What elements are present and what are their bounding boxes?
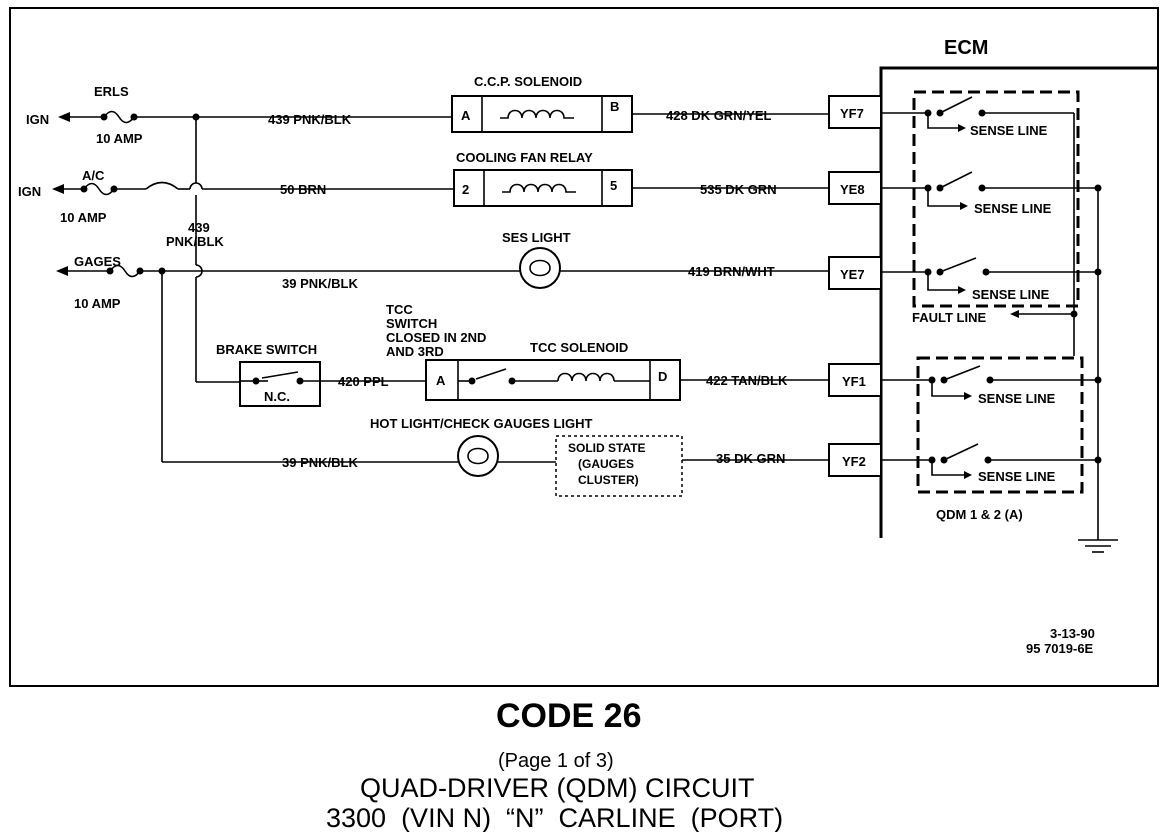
fuse-ac-name: A/C — [82, 168, 105, 183]
ses-light-label: SES LIGHT — [502, 230, 571, 245]
ecm-boundary — [879, 66, 1158, 538]
fuse-ac-rating: 10 AMP — [60, 210, 107, 225]
solid-state-l2: (GAUGES — [578, 457, 634, 471]
sense-line-5: SENSE LINE — [978, 469, 1056, 484]
wire-39-b: 39 PNK/BLK — [282, 455, 358, 470]
ecm-channel-4: SENSE LINE — [881, 365, 1102, 406]
ign-label-2: IGN — [18, 184, 41, 199]
solid-state-box — [555, 435, 683, 497]
caption-line1: QUAD-DRIVER (QDM) CIRCUIT — [360, 773, 754, 803]
cooling-fan-label: COOLING FAN RELAY — [456, 150, 593, 165]
sense-line-3: SENSE LINE — [972, 287, 1050, 302]
sense-line-4: SENSE LINE — [978, 391, 1056, 406]
row-gauges: 39 PNK/BLK HOT LIGHT/CHECK GAUGES LIGHT … — [161, 271, 829, 497]
ecm-channel-1: SENSE LINE — [881, 96, 1074, 138]
doc-number: 95 7019-6E — [1026, 641, 1094, 656]
fuse-gages-name: GAGES — [74, 254, 121, 269]
tcc-switch-l1: TCC — [386, 302, 413, 317]
sense-line-1: SENSE LINE — [970, 123, 1048, 138]
ecm-channel-3: SENSE LINE — [881, 257, 1102, 302]
tcc-pin-a: A — [436, 373, 446, 388]
ecm-pins: YF7 YE8 YE7 YF1 YF2 — [828, 95, 882, 477]
fault-line-label: FAULT LINE — [912, 310, 986, 325]
wire-422: 422 TAN/BLK — [706, 373, 788, 388]
qdm-box-2 — [916, 356, 1084, 494]
fuse-erls-rating: 10 AMP — [96, 131, 143, 146]
tcc-pin-d: D — [658, 369, 667, 384]
ign-label-1: IGN — [26, 112, 49, 127]
ses-bulb-icon — [519, 247, 561, 289]
pin-yf7: YF7 — [840, 106, 864, 121]
splice-439-color: PNK/BLK — [166, 234, 224, 249]
tcc-switch-l2: SWITCH — [386, 316, 437, 331]
fan-pin-2: 2 — [462, 182, 469, 197]
splice-439: 439 PNK/BLK — [166, 117, 224, 382]
ecm-channel-2: SENSE LINE — [881, 171, 1102, 216]
splice-439-num: 439 — [188, 220, 210, 235]
ccp-pin-b: B — [610, 99, 619, 114]
wire-50: 50 BRN — [280, 182, 326, 197]
doc-date: 3-13-90 — [1050, 626, 1095, 641]
brake-state: N.C. — [264, 389, 290, 404]
row-tcc: BRAKE SWITCH N.C. 420 PPL TCC SWITCH CLO… — [196, 302, 829, 407]
ccp-solenoid-label: C.C.P. SOLENOID — [474, 74, 582, 89]
ecm-label: ECM — [944, 37, 988, 59]
row-ccp: IGN ERLS 10 AMP 439 PNK/BLK C.C.P. SOLEN… — [26, 74, 829, 146]
ccp-pin-a: A — [461, 108, 471, 123]
brake-switch-label: BRAKE SWITCH — [216, 342, 317, 357]
hot-light-label: HOT LIGHT/CHECK GAUGES LIGHT — [370, 416, 593, 431]
row-fan: IGN A/C 10 AMP 50 BRN COOLING FAN RELAY … — [18, 150, 829, 225]
qdm-label: QDM 1 & 2 (A) — [936, 507, 1023, 522]
fault-line: FAULT LINE — [912, 113, 1078, 356]
wire-439: 439 PNK/BLK — [268, 112, 352, 127]
diagram-frame — [9, 7, 1159, 687]
row-ses: GAGES 10 AMP 39 PNK/BLK SES LIGHT 419 BR… — [56, 230, 829, 311]
wire-39-a: 39 PNK/BLK — [282, 276, 358, 291]
hot-light-bulb-icon — [457, 435, 499, 477]
solid-state-l3: CLUSTER) — [578, 473, 639, 487]
wire-428: 428 DK GRN/YEL — [666, 108, 772, 123]
fan-pin-5: 5 — [610, 178, 617, 193]
fuse-erls-name: ERLS — [94, 84, 129, 99]
pin-ye7: YE7 — [840, 267, 865, 282]
wire-35: 35 DK GRN — [716, 451, 785, 466]
qdm-box-1 — [912, 90, 1080, 308]
tcc-switch-l4: AND 3RD — [386, 344, 444, 359]
pin-yf1: YF1 — [842, 374, 866, 389]
tcc-solenoid-label: TCC SOLENOID — [530, 340, 628, 355]
wire-535: 535 DK GRN — [700, 182, 777, 197]
sense-line-2: SENSE LINE — [974, 201, 1052, 216]
wire-420: 420 PPL — [338, 374, 389, 389]
pin-ye8: YE8 — [840, 182, 865, 197]
fuse-gages-rating: 10 AMP — [74, 296, 121, 311]
caption-code: CODE 26 — [496, 697, 642, 735]
pin-yf2: YF2 — [842, 454, 866, 469]
caption-line2: 3300 (VIN N) “N” CARLINE (PORT) — [326, 803, 783, 832]
ecm-channel-5: SENSE LINE — [881, 443, 1102, 484]
tcc-switch-l3: CLOSED IN 2ND — [386, 330, 486, 345]
wire-419: 419 BRN/WHT — [688, 264, 775, 279]
solid-state-l1: SOLID STATE — [568, 441, 646, 455]
caption-page: (Page 1 of 3) — [498, 750, 614, 772]
